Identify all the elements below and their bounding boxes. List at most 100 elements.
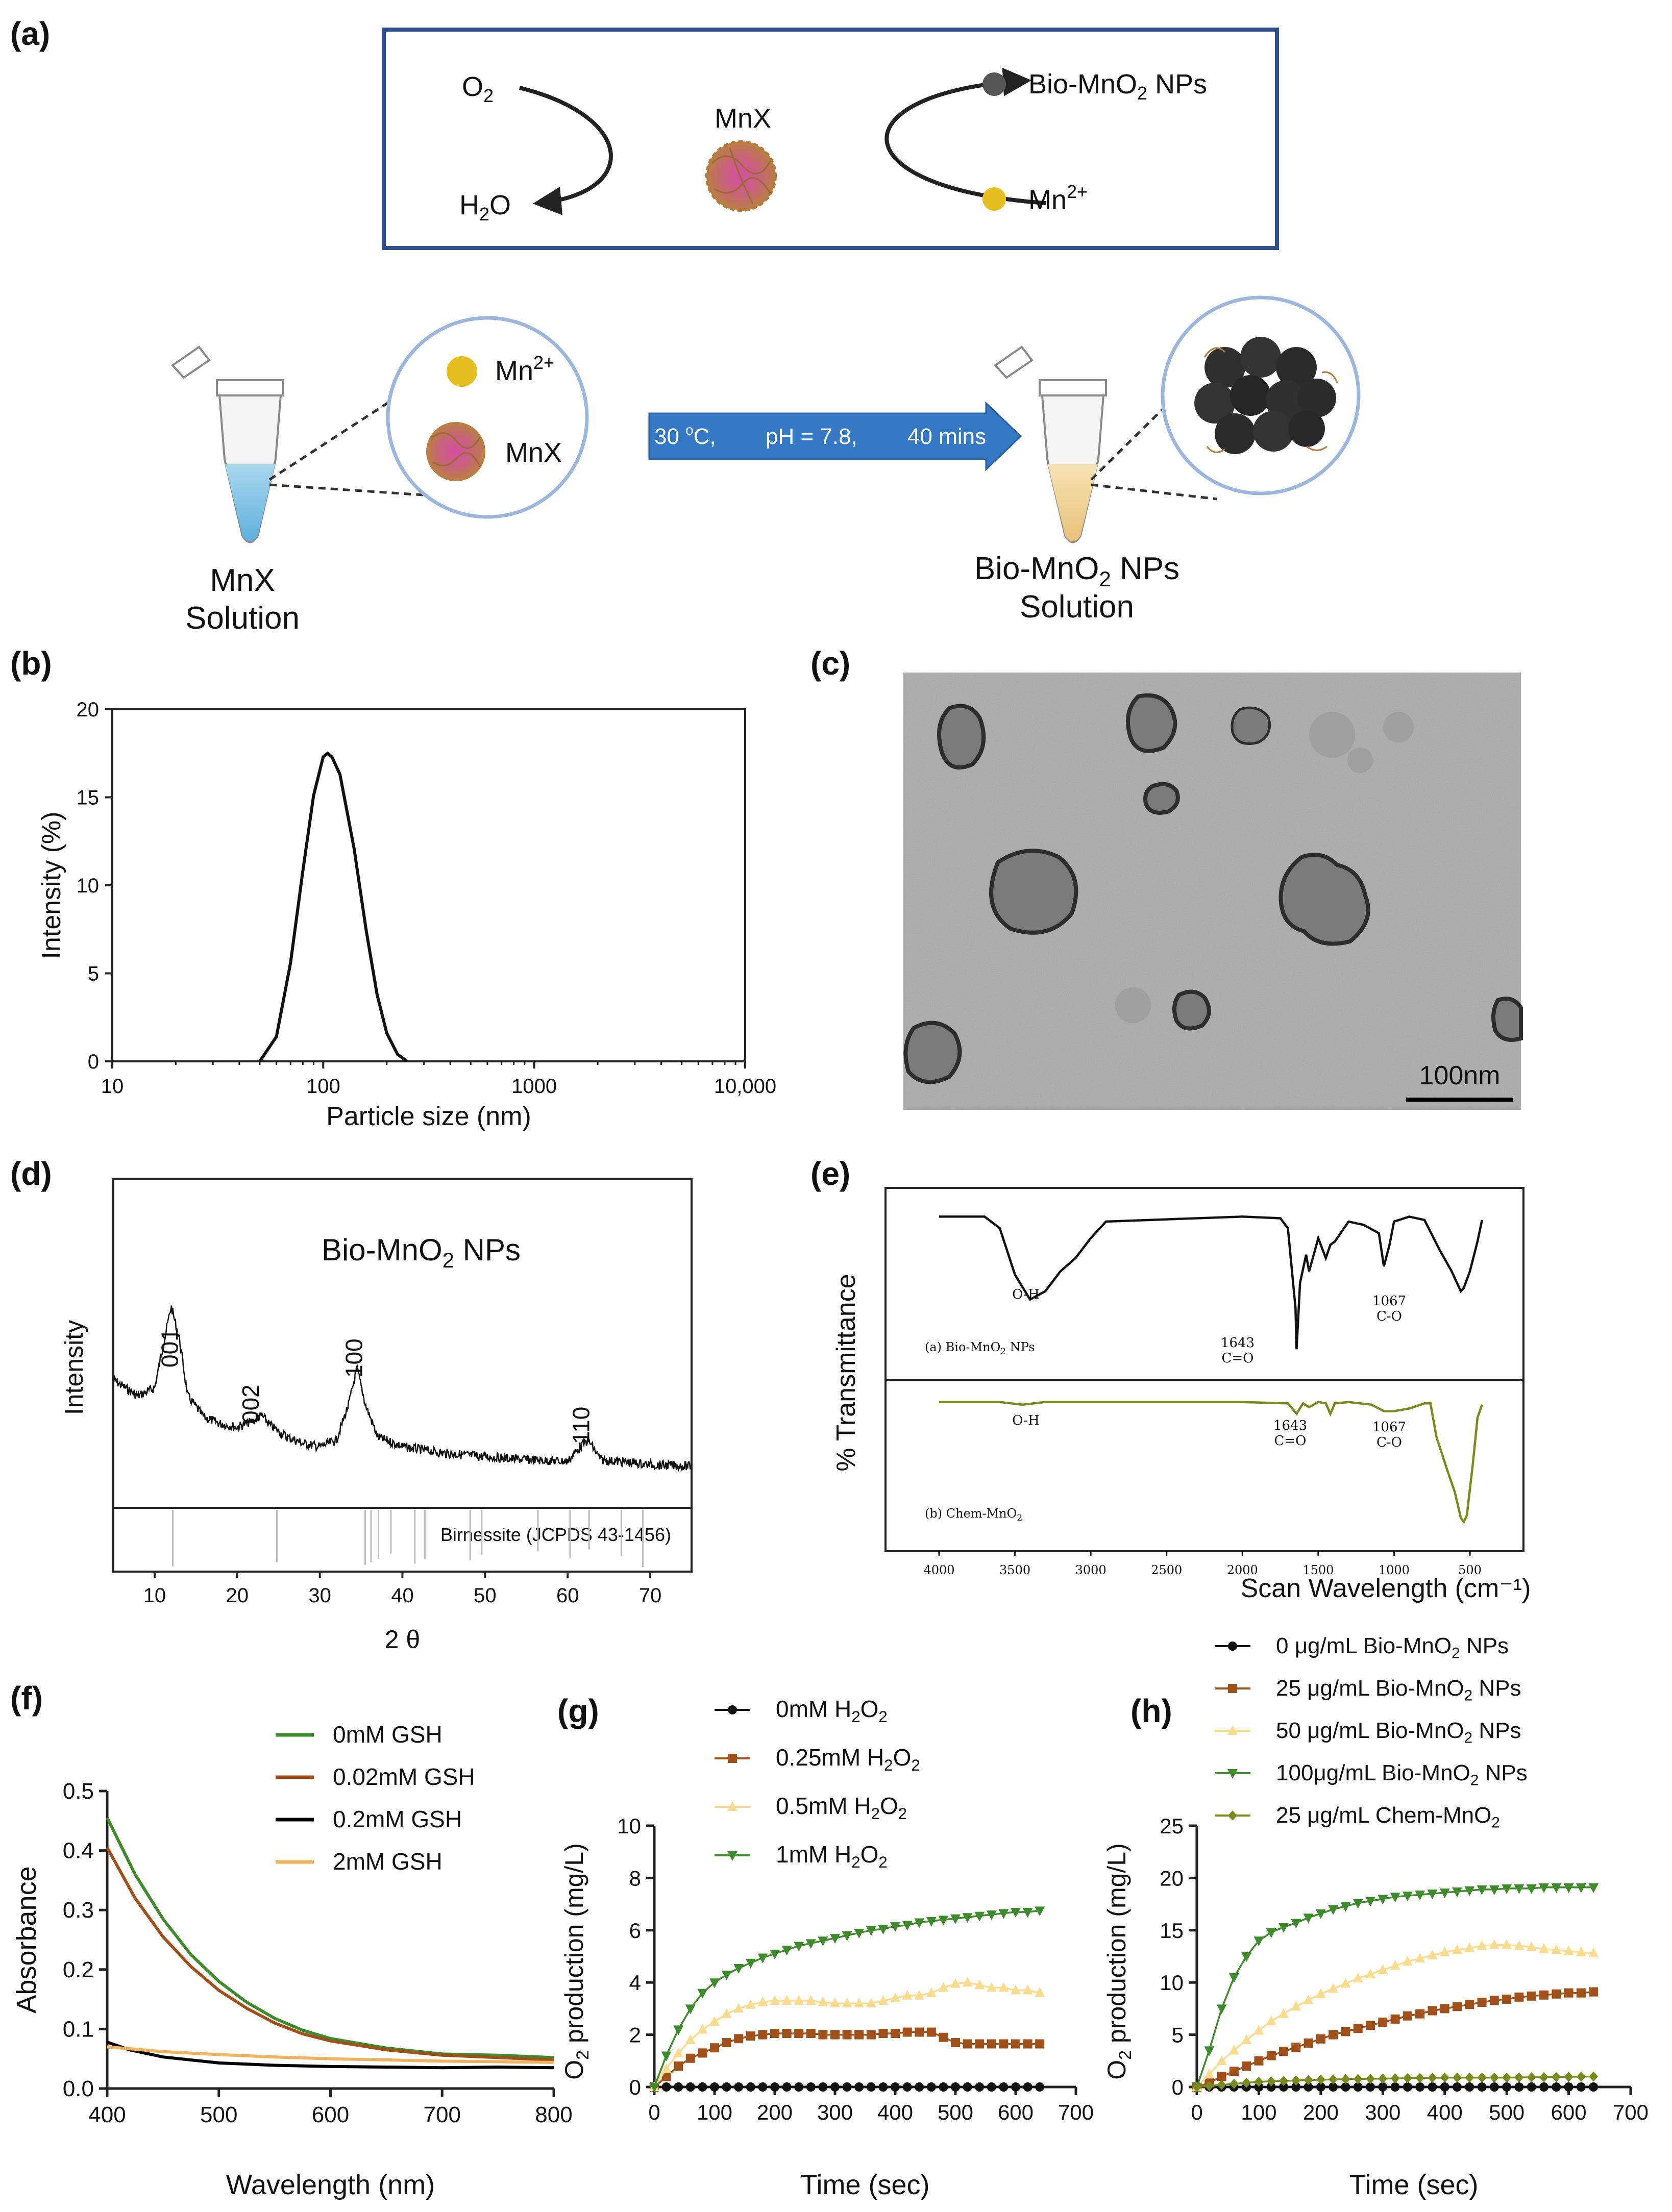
o2-data-point — [1316, 2082, 1325, 2092]
mn2-dot-icon — [982, 187, 1006, 211]
panel-e: (e) O-H 1643 C=O 1067 C-O (a) Bio-MnO2 N… — [810, 1155, 1531, 1603]
o2-data-point — [1390, 2014, 1400, 2024]
top-1643-label: 1643 — [1221, 1335, 1255, 1351]
o2-data-point — [1279, 2076, 1288, 2086]
o2-data-point — [1552, 2082, 1561, 2092]
o2-data-point — [914, 1918, 925, 1928]
x-tick-label: 50 — [474, 1584, 497, 1607]
mn2-label: Mn2+ — [1028, 181, 1088, 215]
o2-data-point — [1440, 2072, 1449, 2083]
o2-data-point — [902, 1921, 913, 1931]
legend-label: 50 μg/mL Bio-MnO2 NPs — [1276, 1718, 1521, 1747]
top-1067-label: 1067 — [1372, 1294, 1406, 1309]
o2-data-point — [674, 2061, 683, 2071]
legend-label: 0.02mM GSH — [333, 1763, 475, 1790]
o2-data-point — [1415, 1953, 1425, 1963]
zoom-line-right-top — [1090, 405, 1167, 481]
x-axis-title: Scan Wavelength (cm⁻¹) — [1241, 1574, 1531, 1603]
o2-data-point — [878, 1995, 889, 2005]
x-tick-label: 3500 — [999, 1563, 1030, 1577]
o2-data-point — [1023, 2082, 1032, 2092]
o2-data-point — [1254, 2076, 1264, 2087]
x-tick-label: 2000 — [1227, 1563, 1258, 1577]
o2-data-point — [854, 1928, 865, 1938]
o2-data-point — [1390, 1893, 1400, 1903]
o2-data-point — [1229, 2078, 1239, 2089]
o2-data-point — [1415, 2009, 1425, 2019]
o2-data-point — [1465, 2072, 1474, 2083]
o2-data-point — [1228, 1973, 1239, 1983]
y-axis-title: Intensity (%) — [37, 812, 66, 959]
o2-data-point — [1291, 1919, 1301, 1929]
y-axis-title: O2 production (mg/L) — [1102, 1843, 1135, 2080]
o2-data-point — [950, 1914, 961, 1924]
y-tick-label: 10 — [1160, 1971, 1184, 1995]
y-tick-label: 0 — [1172, 2075, 1184, 2099]
o2-data-point — [1266, 1928, 1276, 1938]
mnx-solution-caption-2: Solution — [185, 601, 300, 636]
o2-data-point — [805, 1939, 816, 1949]
y-tick-label: 0.4 — [63, 1838, 94, 1863]
x-tick-label: 600 — [998, 2100, 1034, 2124]
o2-data-point — [1453, 2082, 1462, 2092]
o2-label: O2 — [462, 71, 494, 106]
o2-data-point — [782, 2082, 792, 2092]
o2-data-point — [698, 2082, 707, 2092]
y-axis-title: Intensity — [60, 1320, 88, 1415]
o2-data-point — [951, 2037, 960, 2047]
top-series-name: (a) Bio-MnO2 NPs — [925, 1340, 1035, 1357]
o2-data-point — [1378, 1964, 1388, 1974]
miller-index-label: 001 — [157, 1328, 183, 1368]
x-tick-label: 70 — [639, 1584, 662, 1607]
zoom-line-left-top — [268, 391, 404, 481]
bottom-oh-label: O-H — [1012, 1413, 1040, 1428]
o2-data-point — [1011, 1984, 1021, 1995]
o2-data-point — [1514, 2082, 1524, 2092]
y-tick-label: 15 — [77, 787, 100, 809]
legend-marker — [1228, 1810, 1237, 1821]
legend-marker — [727, 1801, 737, 1811]
x-tick-label: 600 — [312, 2102, 349, 2127]
y-axis-title: O2 production (mg/L) — [560, 1843, 593, 2080]
o2-data-point — [1564, 2082, 1573, 2092]
o2-data-point — [745, 1958, 756, 1969]
o2-data-point — [1514, 1992, 1524, 2002]
panel-g-label: (g) — [557, 1693, 599, 1729]
x-tick-label: 100 — [697, 2100, 732, 2124]
o2-data-point — [1303, 1995, 1314, 2005]
o2-data-point — [1526, 1941, 1537, 1951]
o2-data-point — [1216, 2004, 1227, 2015]
o2-data-point — [770, 2029, 779, 2039]
y-tick-label: 15 — [1160, 1919, 1184, 1943]
top-c-o-label: C-O — [1376, 1309, 1402, 1324]
o2-data-point — [1242, 2077, 1251, 2088]
o2-data-point — [878, 2029, 888, 2039]
o2-data-point — [1539, 2072, 1548, 2082]
o2-data-point — [1402, 1956, 1413, 1966]
y-tick-label: 4 — [629, 1971, 641, 1995]
x-axis-title: Particle size (nm) — [326, 1102, 531, 1131]
y-tick-label: 0 — [88, 1051, 99, 1073]
o2-data-point — [1464, 1942, 1475, 1952]
x-tick-label: 400 — [88, 2102, 126, 2127]
o2-data-point — [794, 1942, 804, 1952]
plot-frame — [111, 708, 746, 1062]
o2-data-point — [1502, 1884, 1512, 1894]
reaction-scheme-box: O2 H2O MnX Bio-MnO2 NPs Mn2+ — [382, 28, 1279, 250]
o2-data-point — [1502, 2082, 1512, 2092]
x-tick-label: 700 — [424, 2102, 461, 2127]
o2-data-point — [1291, 2075, 1301, 2086]
legend-label: 25 μg/mL Chem-MnO2 — [1276, 1803, 1500, 1831]
o2-data-point — [1340, 1978, 1351, 1988]
bio-mno2-solution-caption-1: Bio-MnO2 NPs — [974, 551, 1179, 591]
legend-label: 0.25mM H2O2 — [776, 1744, 920, 1774]
o2-data-point — [1465, 2000, 1474, 2009]
legend-marker — [1228, 1684, 1237, 1693]
o2-data-point — [673, 2047, 684, 2057]
x-tick-label: 30 — [308, 1584, 331, 1607]
o2-data-point — [685, 2004, 696, 2015]
miller-index-label: 110 — [568, 1407, 595, 1444]
o2-data-point — [1552, 2072, 1561, 2082]
o2-data-point — [1588, 1947, 1599, 1957]
